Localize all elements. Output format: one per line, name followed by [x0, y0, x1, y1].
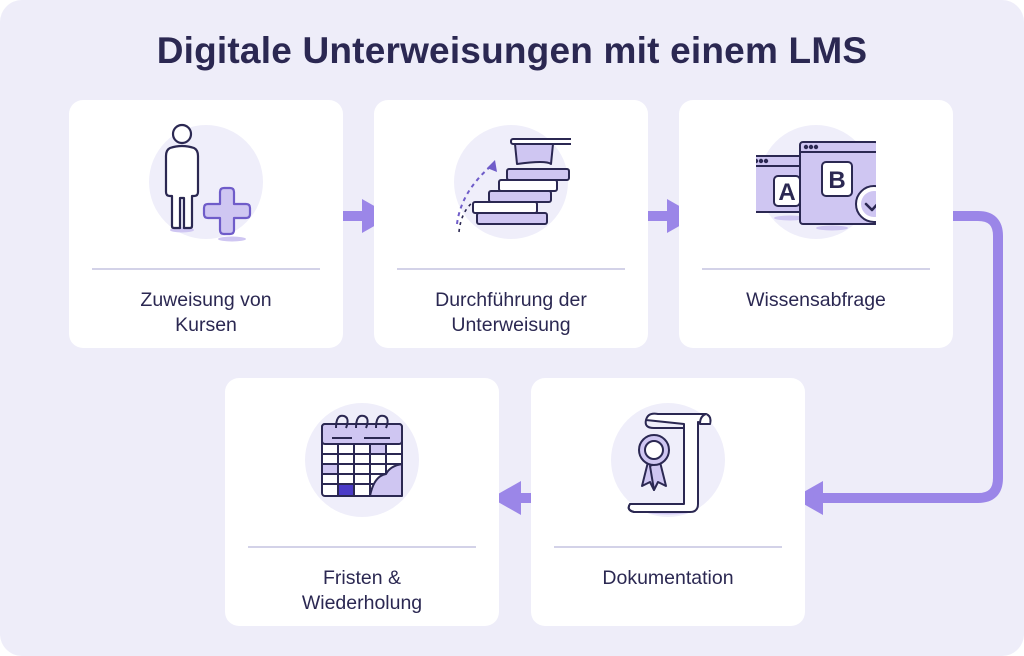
step-label-line: Unterweisung	[451, 314, 571, 336]
card-divider	[554, 546, 782, 548]
step-label: Fristen & Wiederholung	[235, 566, 489, 616]
card-divider	[92, 268, 320, 270]
step-label-line: Fristen &	[322, 567, 402, 589]
step-card-assignment: Zuweisung von Kursen	[69, 100, 343, 348]
step-label: Wissensabfrage	[689, 288, 943, 313]
step-card-deadlines: Fristen & Wiederholung	[225, 378, 499, 626]
quiz-ab-icon: A B	[749, 125, 893, 239]
letter-b: B	[828, 167, 845, 194]
step-card-execution: Durchführung der Unterweisung	[374, 100, 648, 348]
graduation-books-icon	[454, 125, 583, 239]
card-divider	[702, 268, 930, 270]
page-title: Digitale Unterweisungen mit einem LMS	[156, 30, 868, 71]
calendar-icon	[305, 403, 419, 517]
card-divider	[397, 268, 625, 270]
card-divider	[248, 546, 476, 548]
step-label: Dokumentation	[541, 566, 795, 591]
step-label-line: Wissensabfrage	[746, 289, 886, 311]
step-label-line: Dokumentation	[602, 567, 734, 589]
step-label-line: Durchführung der	[435, 289, 587, 311]
step-label: Zuweisung von Kursen	[79, 288, 333, 338]
letter-a: A	[778, 179, 795, 206]
step-label: Durchführung der Unterweisung	[384, 288, 638, 338]
step-card-quiz: A B Wissensabfrage	[679, 100, 953, 348]
step-label-line: Zuweisung von	[140, 289, 272, 311]
person-plus-icon	[149, 123, 263, 242]
step-label-line: Kursen	[175, 314, 237, 336]
step-card-documentation: Dokumentation	[531, 378, 805, 626]
step-label-line: Wiederholung	[301, 592, 423, 614]
certificate-scroll-icon	[611, 403, 725, 517]
